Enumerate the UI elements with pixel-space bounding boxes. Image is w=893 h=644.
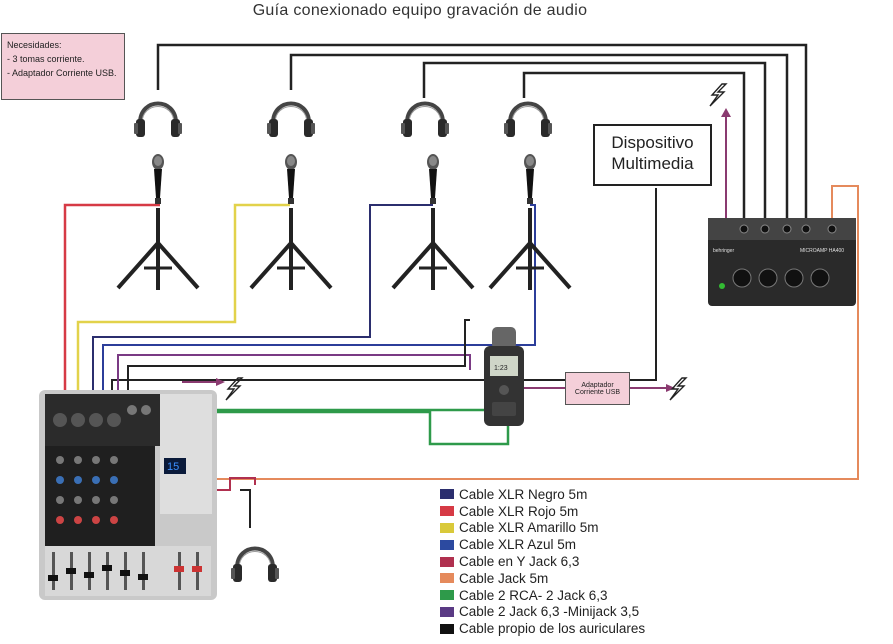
cable-xlr-blue	[102, 204, 536, 395]
legend-swatch	[440, 556, 454, 567]
legend-item: Cable 2 Jack 6,3 -Minijack 3,5	[440, 604, 645, 621]
legend-label: Cable 2 RCA- 2 Jack 6,3	[459, 587, 608, 603]
recorder-display: 1:23	[494, 365, 508, 372]
legend-item: Cable Jack 5m	[440, 570, 645, 587]
microphone-icon	[524, 154, 536, 204]
legend-swatch	[440, 506, 454, 517]
multimedia-line1: Dispositivo	[611, 133, 694, 152]
microphone-icon	[427, 154, 439, 204]
cable-xlr-black	[92, 204, 433, 395]
power-bolt-icon	[709, 83, 727, 107]
legend-swatch	[440, 573, 454, 584]
cable-headphone-3	[422, 61, 767, 222]
legend-item: Cable 2 RCA- 2 Jack 6,3	[440, 587, 645, 604]
headphone-amplifier: behringer MICROAMP HA400	[708, 218, 856, 306]
usb-adapter-box: Adaptador Corriente USB	[565, 372, 630, 405]
amp-model: MICROAMP HA400	[800, 248, 844, 254]
legend-label: Cable XLR Negro 5m	[459, 486, 588, 502]
requirement-item: - Adaptador Corriente USB.	[7, 68, 117, 78]
legend-label: Cable en Y Jack 6,3	[459, 554, 580, 570]
mic-stand-icon	[391, 206, 475, 292]
cable-multimedia	[111, 188, 657, 395]
legend-item: Cable XLR Amarillo 5m	[440, 520, 645, 537]
mic-stand-icon	[488, 206, 572, 292]
multimedia-line2: Multimedia	[611, 154, 694, 173]
power-bolt-icon	[225, 377, 243, 401]
cable-rca-green-2	[170, 398, 510, 446]
cable-headphone-1	[156, 43, 808, 222]
mic-stand-icon	[116, 206, 200, 292]
power-bolt-icon	[669, 377, 687, 401]
headphones-icon	[265, 101, 317, 139]
legend-item: Cable XLR Azul 5m	[440, 536, 645, 553]
legend-swatch	[440, 522, 454, 533]
legend-label: Cable propio de los auriculares	[459, 621, 646, 637]
requirement-item: - 3 tomas corriente.	[7, 54, 85, 64]
cable-mixer-headphone	[240, 489, 251, 528]
legend-item: Cable propio de los auriculares	[440, 620, 645, 637]
audio-mixer: 15	[39, 390, 217, 600]
cable-xlr-red	[63, 203, 160, 395]
legend-label: Cable XLR Rojo 5m	[459, 503, 579, 519]
headphones-icon	[229, 546, 281, 584]
legend-swatch	[440, 539, 454, 550]
requirements-note: Necesidades: - 3 tomas corriente. - Adap…	[1, 33, 125, 100]
legend-label: Cable XLR Azul 5m	[459, 537, 577, 553]
legend-item: Cable XLR Negro 5m	[440, 486, 645, 503]
legend-swatch	[440, 489, 454, 500]
legend-label: Cable Jack 5m	[459, 570, 549, 586]
headphones-icon	[502, 101, 554, 139]
cable-xlr-yellow	[76, 203, 290, 395]
cable-headphone-2	[289, 53, 789, 222]
cable-recorder-purple	[117, 354, 471, 395]
amp-brand: behringer	[713, 248, 734, 254]
multimedia-device-box: Dispositivo Multimedia	[593, 124, 712, 186]
microphone-icon	[152, 154, 164, 204]
legend-swatch	[440, 623, 454, 634]
legend-label: Cable 2 Jack 6,3 -Minijack 3,5	[459, 604, 640, 620]
mic-stand-icon	[249, 206, 333, 292]
page-title: Guía conexionado equipo gravación de aud…	[252, 2, 588, 19]
legend-swatch	[440, 606, 454, 617]
legend-item: Cable en Y Jack 6,3	[440, 553, 645, 570]
requirements-heading: Necesidades:	[7, 40, 62, 50]
legend-item: Cable XLR Rojo 5m	[440, 503, 645, 520]
headphones-icon	[132, 101, 184, 139]
microphone-icon	[285, 154, 297, 204]
legend-swatch	[440, 590, 454, 601]
headphones-icon	[399, 101, 451, 139]
cable-recorder-black	[127, 319, 470, 395]
legend-label: Cable XLR Amarillo 5m	[459, 520, 599, 536]
mixer-display: 15	[167, 461, 179, 473]
audio-recorder: 1:23	[484, 327, 524, 426]
cable-headphone-4	[522, 71, 746, 222]
cable-legend: Cable XLR Negro 5m Cable XLR Rojo 5m Cab…	[440, 486, 645, 637]
